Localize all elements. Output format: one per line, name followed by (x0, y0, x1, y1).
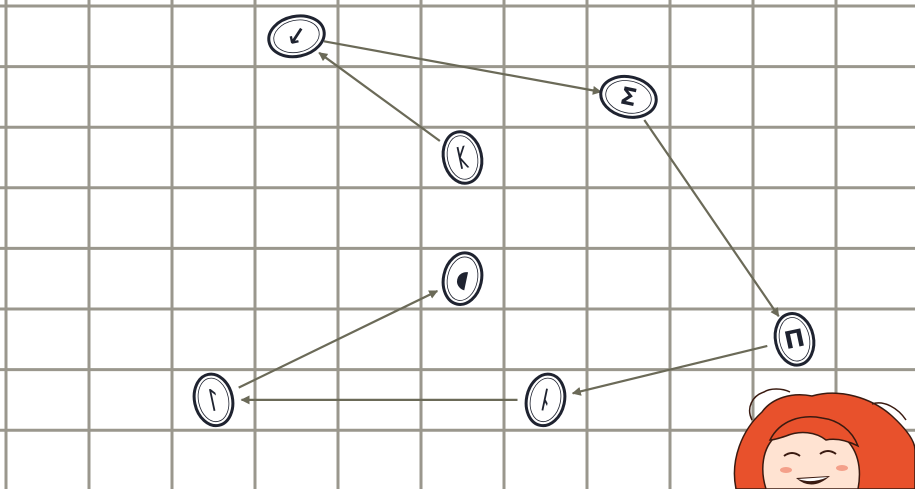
rune-stone-s3[interactable]: ᛕ (439, 128, 487, 187)
stone-inner-ring (446, 256, 479, 301)
rune-stones: ↙ Σ ᛕ ◖ Π ᚿ ᛚ (190, 11, 819, 430)
rune-stone-s2[interactable]: Σ (597, 72, 660, 123)
rune-k-icon: ᛕ (453, 142, 473, 172)
path-arrow (238, 289, 439, 389)
rune-hook-icon: ᛚ (204, 385, 224, 415)
rune-stone-s1[interactable]: ↙ (265, 11, 328, 62)
stone-inner-ring (529, 377, 562, 423)
stone-outline (773, 312, 816, 367)
path-arrow (571, 344, 768, 396)
rune-stone-s5[interactable]: Π (771, 310, 819, 369)
stone-outline (441, 251, 484, 306)
rune-tick-icon: ᚿ (536, 385, 556, 415)
laughing-girl-icon (733, 388, 915, 489)
rune-stone-s6[interactable]: ᚿ (522, 371, 570, 430)
stone-outline (599, 74, 658, 119)
path-arrow (318, 51, 441, 142)
stone-inner-ring (778, 317, 811, 362)
stone-inner-ring (273, 19, 320, 54)
stone-inner-ring (446, 135, 479, 180)
rune-sigma-icon: Σ (618, 82, 640, 113)
stone-outline (192, 372, 235, 428)
stone-inner-ring (605, 80, 652, 114)
stone-outline (267, 14, 326, 59)
rune-stone-s7[interactable]: ᛚ (190, 371, 238, 430)
path-arrows (238, 40, 780, 405)
path-arrow (323, 40, 602, 95)
path-arrow (643, 119, 780, 317)
rune-c-icon: ◖ (453, 264, 471, 294)
rune-stone-s4[interactable]: ◖ (439, 249, 487, 308)
stone-outline (524, 372, 567, 428)
stone-outline (441, 130, 484, 185)
stone-inner-ring (197, 377, 230, 423)
